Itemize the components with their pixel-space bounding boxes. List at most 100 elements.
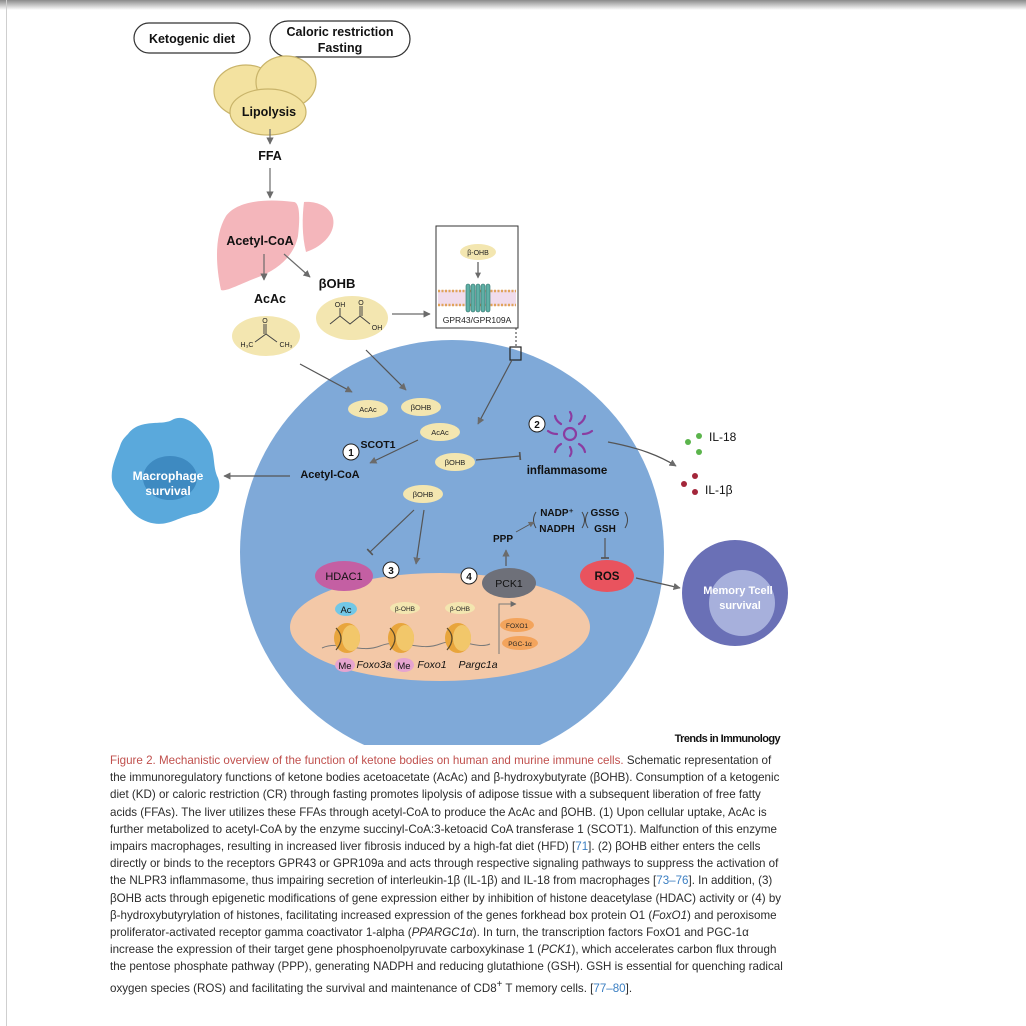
il18-dot bbox=[696, 433, 702, 439]
acac-pill-1-label: AcAc bbox=[359, 405, 377, 414]
inhibit-bohb-inflammasome bbox=[475, 451, 522, 461]
transcription-start-arrow bbox=[498, 601, 517, 654]
bohb-oh-end: OH bbox=[372, 325, 383, 332]
memory-tcell-survival-label: survival bbox=[719, 600, 761, 612]
step-3-badge bbox=[382, 561, 400, 579]
me-mark-a bbox=[335, 658, 355, 672]
bohb-mark-a-label: β-OHB bbox=[395, 606, 415, 613]
acac-pill-2-label: AcAc bbox=[431, 428, 449, 437]
arrow-ppp-to-nadph bbox=[515, 521, 535, 533]
caption-ref-77-80[interactable]: 77–80 bbox=[593, 981, 626, 995]
bohb-mark-a bbox=[390, 602, 420, 614]
pgc1a-tf bbox=[502, 636, 538, 650]
liver-acetyl-coa-label: Acetyl-CoA bbox=[226, 234, 293, 248]
me-mark-b-label: Me bbox=[397, 661, 410, 672]
nucleosome-1 bbox=[334, 623, 360, 653]
caption-gene-foxo1: FoxO1 bbox=[652, 908, 688, 922]
ac-mark bbox=[335, 602, 357, 616]
arrow-bohb-to-nucleus bbox=[413, 509, 425, 565]
il1b-dot bbox=[692, 489, 698, 495]
inflammasome-label: inflammasome bbox=[527, 465, 608, 477]
bohb-oh-top: OH bbox=[335, 302, 346, 309]
caloric-restriction-box bbox=[269, 20, 411, 58]
foxo1-tf bbox=[500, 618, 534, 632]
caption-gene-pck1: PCK1 bbox=[541, 943, 572, 957]
receptor-ligand bbox=[460, 244, 496, 260]
liver-shape bbox=[216, 200, 300, 291]
caption-ref-71[interactable]: 71 bbox=[575, 840, 589, 854]
caption-superscript: + bbox=[496, 978, 503, 990]
ros-label: ROS bbox=[595, 571, 620, 583]
inflammasome-icon bbox=[546, 410, 594, 458]
il1b-dot bbox=[692, 473, 698, 479]
fasting-label: Fasting bbox=[318, 41, 362, 55]
arrow-bohb-into-cell bbox=[365, 349, 407, 391]
bohb-pill-3 bbox=[403, 485, 443, 503]
arrow-inflammasome-to-cytokines bbox=[607, 441, 677, 467]
macrophage-nucleus bbox=[143, 456, 197, 500]
bohb-mark-b bbox=[445, 602, 475, 614]
gene-foxo3a: Foxo3a bbox=[356, 659, 391, 671]
nucleus bbox=[290, 573, 590, 681]
caption-text-6: ), which accelerates carbon flux through… bbox=[110, 943, 783, 995]
nadp-cycle-arc bbox=[533, 511, 537, 529]
figure-caption: Figure 2. Mechanistic overview of the fu… bbox=[110, 752, 786, 997]
nucleosome-2 bbox=[388, 623, 414, 653]
scot1-label: SCOT1 bbox=[360, 439, 395, 451]
caloric-restriction-label: Caloric restriction bbox=[287, 25, 394, 39]
step-1-badge bbox=[342, 443, 360, 461]
journal-brand: Trends in Immunology bbox=[674, 733, 781, 745]
receptor-pointer-box bbox=[509, 346, 522, 361]
step-4-number: 4 bbox=[466, 572, 472, 583]
nucleosome-3 bbox=[445, 623, 471, 653]
arrow-acac-to-acetylcoa bbox=[369, 439, 419, 464]
ros-node bbox=[580, 560, 634, 592]
acac-h3c: H₃C bbox=[241, 342, 254, 349]
caption-text-3: ]. In addition, (3) βOHB acts through ep… bbox=[110, 874, 782, 922]
memory-tcell-label: Memory Tcell bbox=[703, 585, 773, 597]
gsh-label: GSH bbox=[594, 524, 616, 535]
step-3-number: 3 bbox=[388, 566, 394, 577]
acac-pill-2 bbox=[420, 423, 460, 441]
caption-text-7: T memory cells. [ bbox=[502, 981, 594, 995]
ketogenic-diet-box bbox=[133, 22, 251, 54]
bohb-pill-2-label: βOHB bbox=[445, 458, 466, 467]
step-2-number: 2 bbox=[534, 420, 540, 431]
receptor-ligand-label: β-OHB bbox=[467, 250, 489, 257]
bohb-pill-2 bbox=[435, 453, 475, 471]
memory-tcell-nucleus bbox=[709, 570, 775, 636]
cell-acetyl-coa-label: Acetyl-CoA bbox=[300, 469, 359, 481]
gene-foxo1: Foxo1 bbox=[417, 659, 446, 671]
caption-text-8: ]. bbox=[625, 981, 633, 995]
arrow-liver-to-bohb bbox=[283, 253, 311, 278]
ffa-label: FFA bbox=[258, 149, 282, 163]
acac-ch3: CH₃ bbox=[280, 342, 293, 349]
bohb-o-top: O bbox=[358, 300, 364, 307]
acac-molecule bbox=[232, 316, 300, 356]
caption-ref-73-76[interactable]: 73–76 bbox=[656, 874, 689, 888]
liver-lobe bbox=[302, 201, 334, 252]
bohb-pill-1-label: βOHB bbox=[411, 403, 432, 412]
lipolysis-label: Lipolysis bbox=[242, 105, 296, 119]
immune-cell bbox=[240, 340, 664, 745]
figure-diagram: Ketogenic diet Caloric restriction Fasti… bbox=[111, 20, 788, 745]
arrow-ros-to-memory bbox=[635, 577, 681, 591]
caption-text-1: Schematic representation of the immunore… bbox=[110, 754, 780, 854]
ppp-label: PPP bbox=[493, 534, 513, 545]
inhibit-bohb-hdac bbox=[366, 509, 415, 556]
pgc1a-tf-label: PGC-1α bbox=[508, 641, 532, 648]
bohb-structure bbox=[329, 306, 371, 325]
pck1-label: PCK1 bbox=[495, 578, 523, 590]
pck1-node bbox=[482, 568, 536, 598]
il18-dot bbox=[696, 449, 702, 455]
acac-label: AcAc bbox=[254, 292, 286, 306]
arrow-acac-into-cell bbox=[299, 363, 353, 393]
receptor-box bbox=[435, 225, 519, 329]
caption-gene-ppargc1a: PPARGC1α bbox=[411, 926, 473, 940]
il18-label: IL-18 bbox=[709, 430, 737, 444]
hdac1-node bbox=[315, 561, 373, 591]
hdac1-label: HDAC1 bbox=[325, 571, 362, 583]
macrophage-label: Macrophage bbox=[133, 469, 204, 483]
step-2-badge bbox=[528, 415, 546, 433]
bohb-pill-3-label: βOHB bbox=[413, 490, 434, 499]
